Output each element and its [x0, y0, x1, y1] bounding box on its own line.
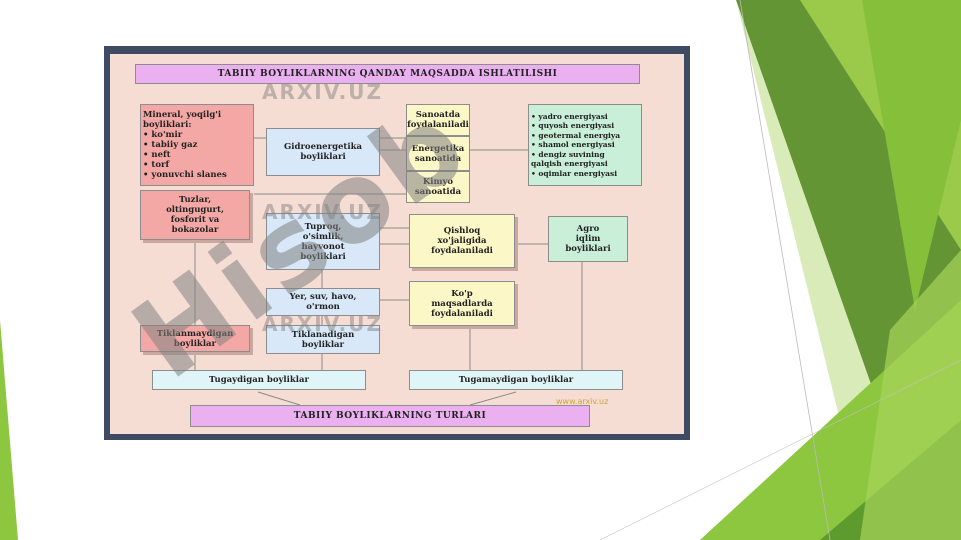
tuzlar-box: Tuzlar, oltingugurt, fosforit va bokazol… — [140, 190, 250, 240]
title-bottom: TABIIY BOYLIKLARNING TURLARI — [190, 405, 590, 427]
agro-box: Agro iqlim boyliklari — [548, 216, 628, 262]
kop-maqsad-box: Ko'p maqsadlarda foydalaniladi — [409, 281, 515, 326]
tugamaydigan-box: Tugamaydigan boyliklar — [409, 370, 623, 390]
energetika-box: Energetika sanoatida — [406, 136, 470, 171]
kimyo-box: Kimyo sanoatida — [406, 171, 470, 203]
title-top: TABIIY BOYLIKLARNING QANDAY MAQSADDA ISH… — [135, 64, 640, 84]
energy-list-box: • yadro energiyasi • quyosh energiyasi •… — [528, 104, 642, 186]
sanoatda-box: Sanoatda foydalaniladi — [406, 104, 470, 136]
website-label: www.arxiv.uz — [556, 397, 609, 406]
watermark-arxiv: ARXIV.UZ — [262, 200, 383, 224]
tugaydigan-box: Tugaydigan boyliklar — [152, 370, 366, 390]
yer-box: Yer, suv, havo, o'rmon — [266, 288, 380, 316]
mineral-box: Mineral, yoqilg'i boyliklari: • ko'mir •… — [140, 104, 254, 186]
qishloq-box: Qishloq xo'jaligida foydalaniladi — [409, 214, 515, 268]
tiklanadigan-box: Tiklanadigan boyliklar — [266, 325, 380, 354]
gidro-box: Gidroenergetika boyliklari — [266, 128, 380, 176]
watermark-arxiv: ARXIV.UZ — [262, 80, 383, 104]
tuproq-box: Tuproq, o'simlik, hayvonot boyliklari — [266, 213, 380, 270]
tiklanmaydigan-box: Tiklanmaydigan boyliklar — [140, 325, 250, 352]
watermark-arxiv: ARXIV.UZ — [262, 312, 383, 336]
